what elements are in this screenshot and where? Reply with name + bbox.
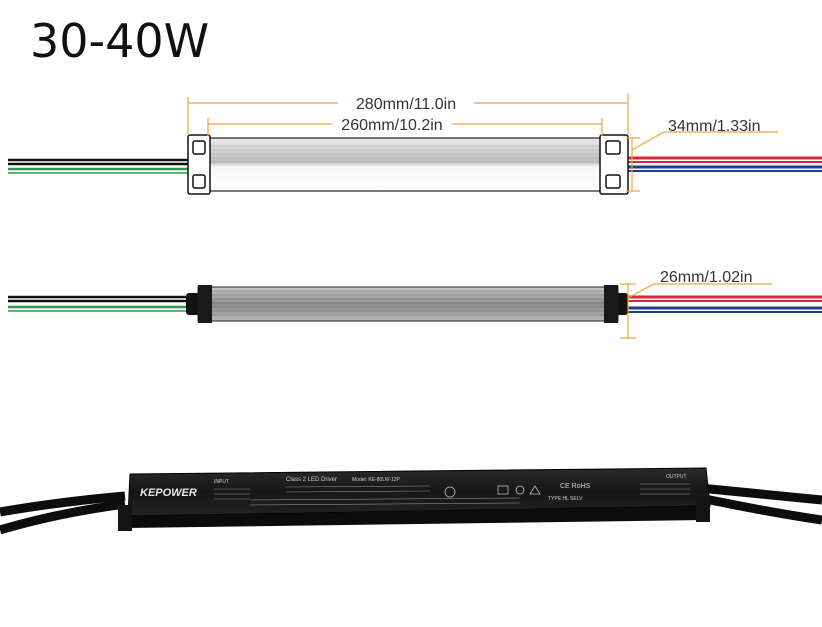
- product-output-heading: OUTPUT: [666, 474, 687, 480]
- product-right-foot: [696, 496, 710, 522]
- product-cables-right: [699, 483, 822, 525]
- product-cables-left: [0, 491, 126, 535]
- side-ribs: [212, 290, 604, 316]
- driver-body-side: [197, 286, 619, 322]
- left-grommet: [186, 293, 200, 315]
- driver-body-top: [207, 137, 603, 192]
- product-housing-base: [124, 506, 710, 528]
- product-class-line: Class 2 LED Driver: [286, 477, 337, 483]
- side-left-cap: [198, 285, 212, 323]
- cert-marks: [444, 485, 541, 498]
- dimension-overall-length: [187, 93, 629, 134]
- dimension-height: [620, 283, 772, 339]
- input-wires-left: [8, 158, 190, 174]
- product-brand: KEPOWER: [140, 487, 197, 499]
- width-label: 34mm/1.33in: [668, 118, 761, 135]
- left-end-cap: [187, 134, 211, 195]
- right-end-cap: [599, 134, 629, 195]
- page-title: 30-40W: [30, 14, 210, 68]
- output-wires-right: [628, 156, 822, 172]
- side-output-wires: [622, 295, 822, 313]
- product-input-heading: INPUT: [214, 479, 229, 485]
- body-ribs: [209, 145, 601, 163]
- product-type-line: TYPE HL SELV: [548, 496, 583, 502]
- mount-spacing-label: 260mm/10.2in: [341, 117, 442, 134]
- side-input-wires: [8, 295, 190, 312]
- dimension-width: [626, 131, 778, 192]
- overall-length-label: 280mm/11.0in: [356, 96, 456, 113]
- side-right-cap: [604, 285, 618, 323]
- top-view: 280mm/11.0in 260mm/10.2in 34mm/1.33in: [8, 93, 822, 195]
- product-view: KEPOWER INPUT Class 2 LED Driver Model: …: [0, 467, 822, 535]
- product-cert-line: CE RoHS: [560, 483, 591, 490]
- side-view: 26mm/1.02in: [8, 269, 822, 339]
- product-left-foot: [118, 505, 132, 531]
- product-fine-print: [214, 483, 690, 506]
- product-model-line: Model: KE-80LW-12P: [352, 477, 401, 483]
- dimension-mount-spacing: [207, 118, 603, 136]
- height-label: 26mm/1.02in: [660, 269, 753, 286]
